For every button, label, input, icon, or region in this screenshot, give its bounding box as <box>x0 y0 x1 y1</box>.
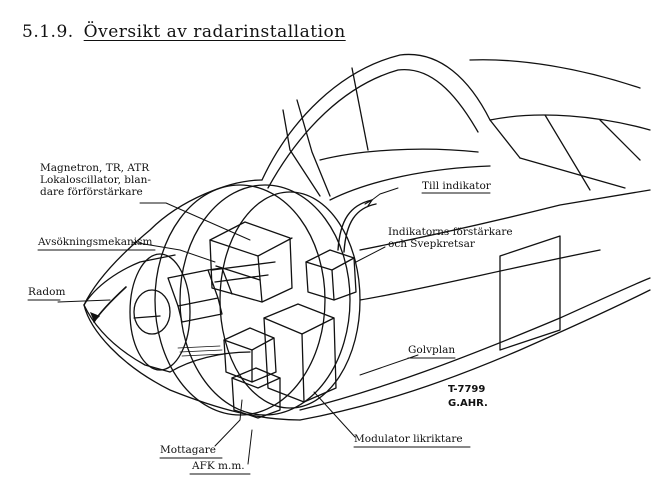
drawing-number: T-7799 <box>448 384 486 395</box>
drawing-author: G.AHR. <box>448 398 488 409</box>
title-text: Översikt av radarinstallation <box>83 22 346 42</box>
label-magnetron-line3: dare förförstärkare <box>40 186 143 198</box>
label-modulator: Modulator likriktare <box>354 433 463 445</box>
receiver-box <box>223 327 277 383</box>
flow-arrow <box>90 199 373 322</box>
label-magnetron: Magnetron, TR, ATR Lokaloscillator, blan… <box>40 162 151 198</box>
leader-lines <box>57 187 419 465</box>
afk-box <box>231 367 281 419</box>
label-magnetron-line2: Lokaloscillator, blan- <box>40 174 151 186</box>
label-indikator: Indikatorns förstärkare och Svepkretsar <box>388 226 513 250</box>
indicator-amplifier-box <box>305 199 377 301</box>
label-till-indikator: Till indikator <box>422 180 491 192</box>
canopy-frame <box>261 53 651 201</box>
label-avsokning: Avsökningsmekanism <box>38 236 153 248</box>
label-radom: Radom <box>28 286 66 298</box>
page-title: 5.1.9. Översikt av radarinstallation <box>22 22 346 42</box>
label-indikator-line2: och Svepkretsar <box>388 238 475 250</box>
modulator-box <box>263 303 337 403</box>
label-mottagare: Mottagare <box>160 444 216 456</box>
label-underlines <box>27 192 491 475</box>
magnetron-box <box>209 221 293 303</box>
label-indikator-line1: Indikatorns förstärkare <box>388 226 513 238</box>
label-magnetron-line1: Magnetron, TR, ATR <box>40 162 150 174</box>
fuselage-outline <box>83 179 651 421</box>
label-afk: AFK m.m. <box>192 460 245 472</box>
section-number: 5.1.9. <box>22 22 74 42</box>
label-golvplan: Golvplan <box>408 344 456 356</box>
radome <box>83 253 191 373</box>
bulkhead-rings <box>154 184 361 416</box>
floor-hatch <box>177 345 225 357</box>
